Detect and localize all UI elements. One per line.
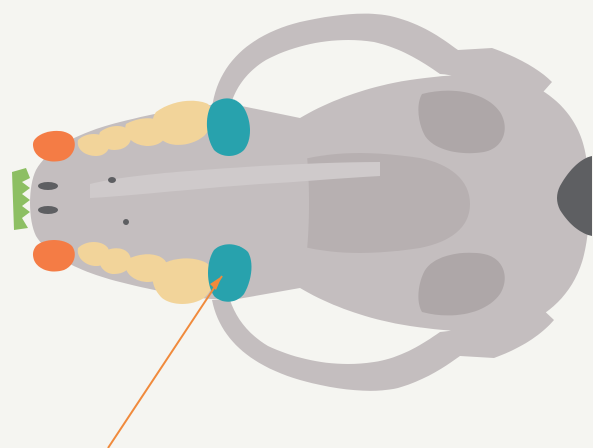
premolar-lower-4 — [153, 258, 213, 304]
nostril-upper — [38, 182, 58, 190]
foramen-lower — [123, 219, 129, 225]
foramen-upper — [108, 177, 116, 183]
nostril-lower — [38, 206, 58, 214]
